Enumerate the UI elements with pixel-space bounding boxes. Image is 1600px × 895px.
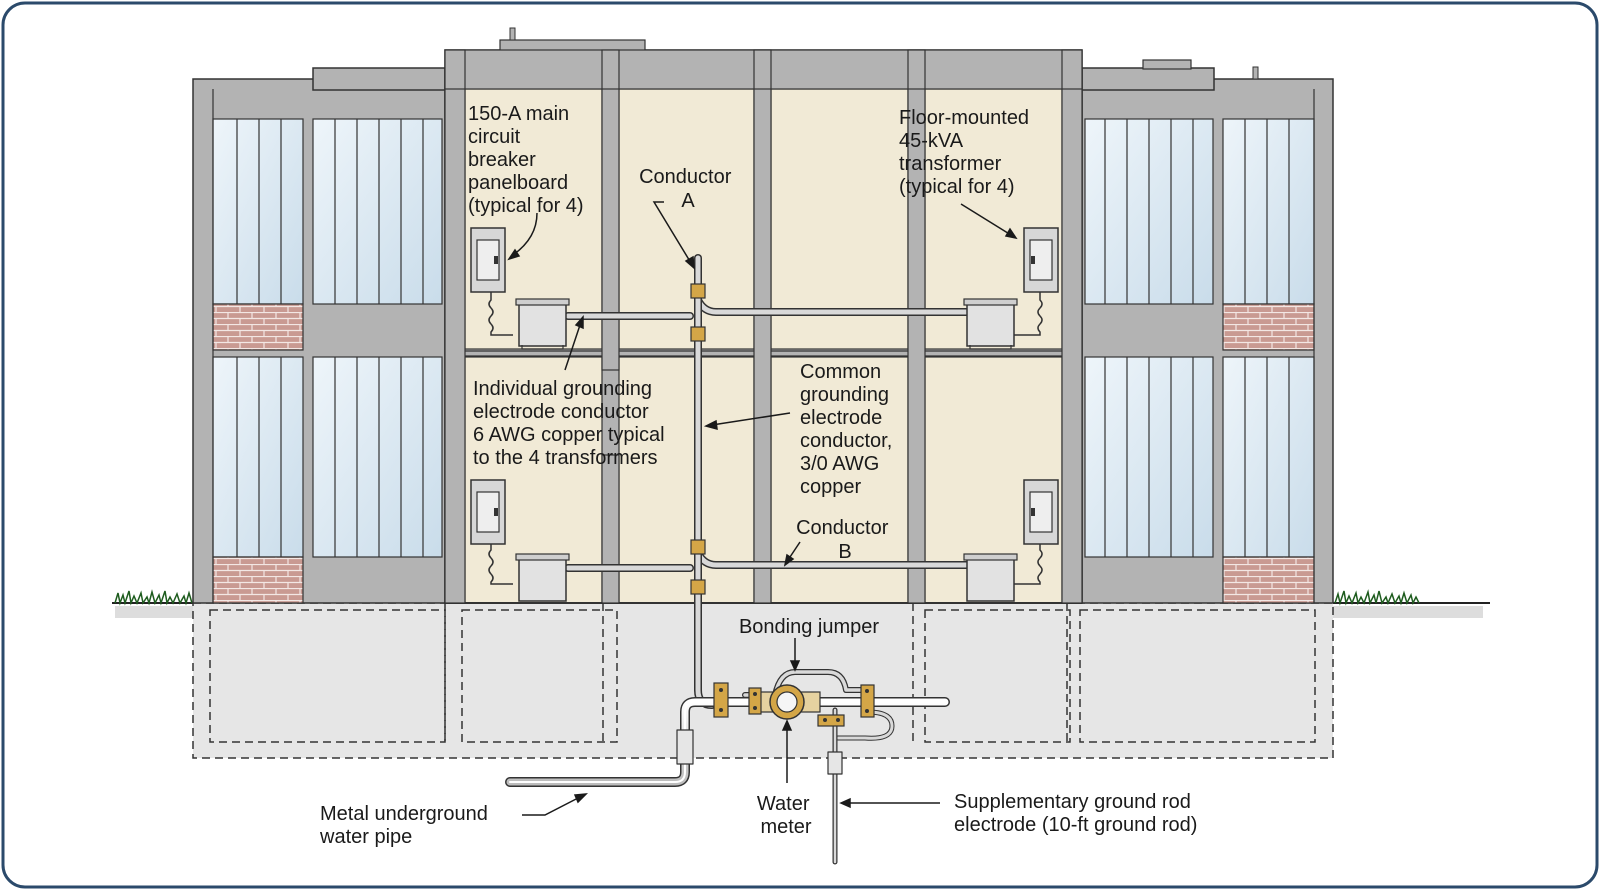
pillars [444, 49, 1083, 604]
arrow-conductor-b [783, 541, 801, 567]
left-wing [192, 67, 446, 604]
panelboard-lower-left [470, 479, 513, 585]
transformer-upper-right [963, 298, 1018, 350]
arrow-conductor-a [652, 201, 695, 270]
arrow-water-meter [781, 719, 793, 783]
water-service [505, 669, 950, 865]
right-wing [1081, 59, 1334, 604]
arrow-panelboard [507, 212, 538, 261]
ground-clamps [713, 682, 875, 727]
leader-arrows [507, 201, 1018, 816]
panelboards [470, 227, 1059, 585]
transformer-lower-right [963, 553, 1018, 602]
label-common-gec: Common grounding electrode conductor, 3/… [800, 361, 898, 498]
panelboard-upper-left [470, 227, 513, 336]
label-individual-gec: Individual grounding electrode conductor… [473, 378, 670, 469]
arrow-common-gec [703, 412, 791, 431]
arrow-water-pipe [522, 793, 588, 816]
ground-surface [112, 589, 1490, 618]
arrow-bonding-jumper [789, 638, 801, 672]
label-transformer: Floor-mounted 45-kVA transformer (typica… [899, 107, 1035, 198]
panelboard-lower-right [1012, 479, 1059, 585]
label-panelboard: 150-A main circuit breaker panelboard (t… [468, 103, 584, 217]
label-conductor-b: Conductor B [796, 517, 894, 563]
water-meter [751, 684, 821, 720]
arrow-individual-gec [564, 315, 584, 371]
label-water-meter: Water meter [757, 793, 815, 838]
arrow-transformer [960, 203, 1018, 240]
transformer-lower-left [515, 553, 570, 602]
label-bonding-jumper: Bonding jumper [739, 616, 879, 638]
label-water-pipe: Metal underground water pipe [319, 803, 493, 848]
foundation [192, 602, 1334, 759]
label-conductor-a: Conductor A [639, 166, 737, 212]
label-ground-rod: Supplementary ground rod electrode (10-f… [954, 791, 1197, 836]
panelboard-upper-right [1012, 227, 1059, 336]
arrow-ground-rod [839, 797, 940, 809]
transformer-upper-left [515, 298, 570, 350]
split-bolt-connectors [690, 283, 706, 595]
transformers [515, 298, 1018, 602]
